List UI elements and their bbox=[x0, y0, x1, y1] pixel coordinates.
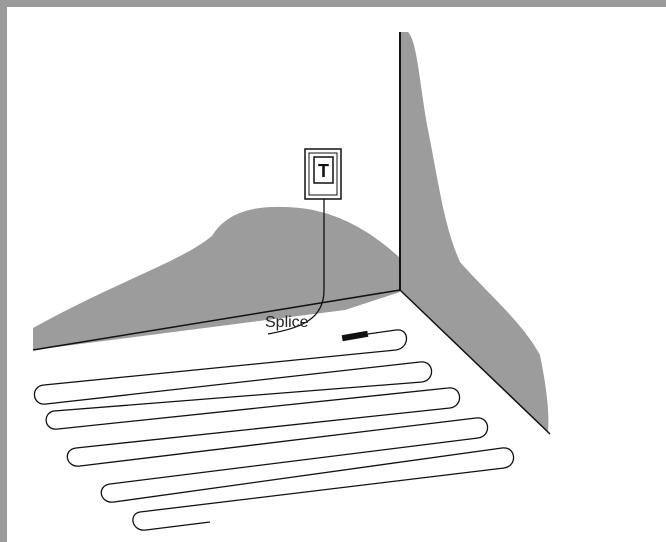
lead-wire bbox=[267, 199, 325, 335]
floor-edge-right bbox=[399, 289, 551, 435]
thermostat: T bbox=[304, 148, 342, 200]
splice-marker bbox=[341, 330, 369, 342]
diagram-svg: T Splice bbox=[32, 32, 551, 531]
heating-cable bbox=[33, 329, 515, 531]
left-wall-shading bbox=[33, 206, 400, 350]
thermostat-label: T bbox=[318, 161, 329, 181]
splice-label: Splice bbox=[265, 314, 309, 331]
floor-edge-left bbox=[32, 289, 401, 351]
right-wall-shading bbox=[400, 32, 549, 432]
